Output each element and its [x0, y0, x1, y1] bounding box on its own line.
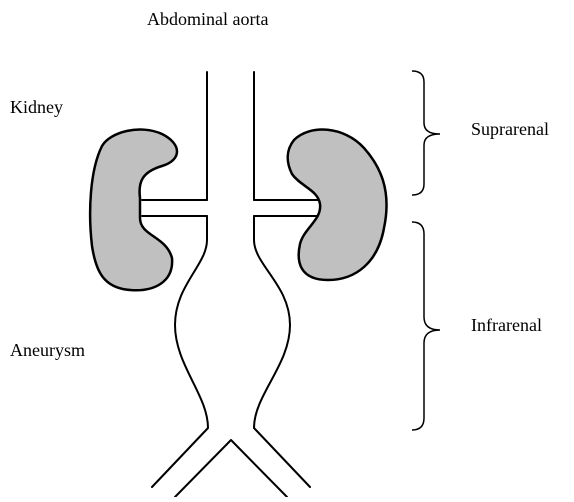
right-renal-artery	[254, 200, 318, 216]
left-renal-artery	[142, 200, 207, 216]
infrarenal-bracket	[412, 222, 440, 430]
diagram-title: Abdominal aorta	[147, 10, 268, 28]
suprarenal-bracket	[412, 71, 440, 195]
infrarenal-label: Infrarenal	[471, 316, 542, 334]
right-kidney	[288, 130, 387, 280]
kidney-label: Kidney	[10, 98, 63, 116]
suprarenal-label: Suprarenal	[471, 120, 549, 138]
iliac-bifurcation	[175, 440, 287, 497]
aneurysm-label: Aneurysm	[10, 341, 85, 359]
left-kidney	[90, 130, 177, 291]
